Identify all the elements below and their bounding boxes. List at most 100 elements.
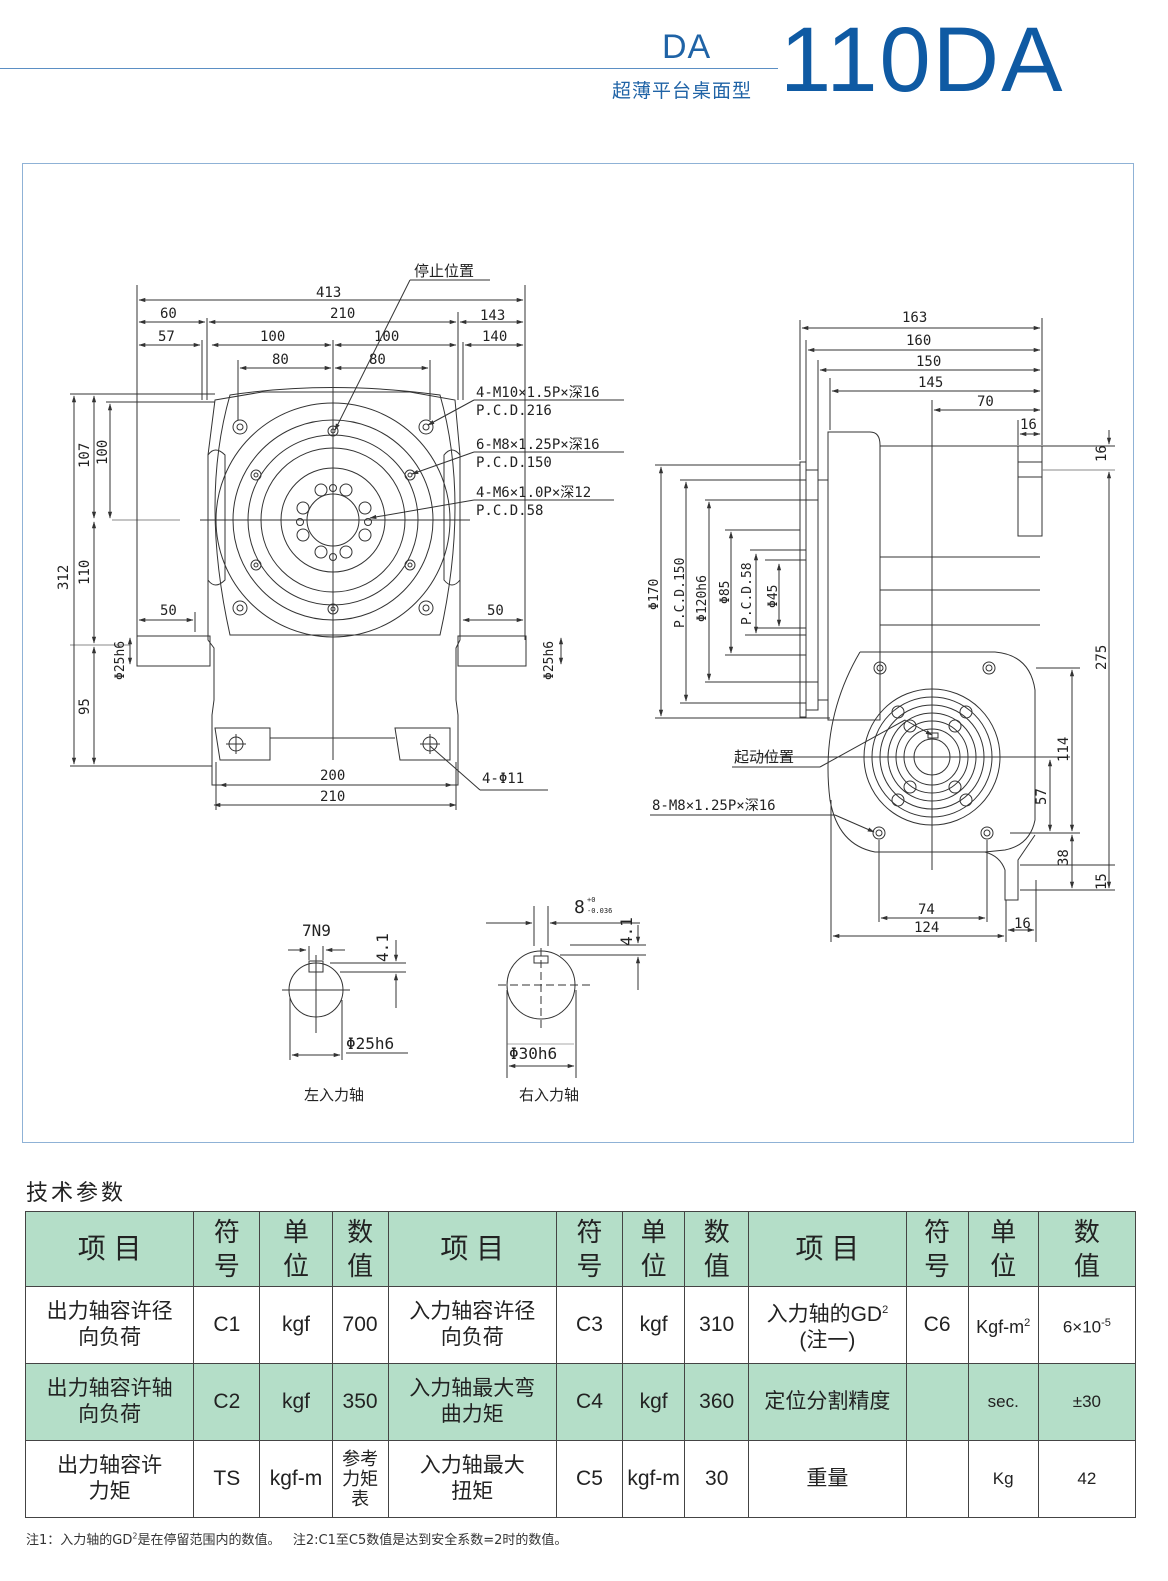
bolt-holes-m8 [250, 425, 416, 615]
cell-unit: Kgf-m2 [967, 1286, 1039, 1364]
dim-210-bottom: 210 [320, 789, 345, 805]
note1-text-end: 是在停留范围内的数值。 [137, 1533, 281, 1548]
cell-symbol: C5 [555, 1440, 624, 1518]
side-dim-145: 145 [918, 375, 943, 391]
side-dim-16-right: 16 [1094, 445, 1110, 462]
header-symbol: 符 号 [555, 1211, 624, 1287]
side-dim-160: 160 [906, 333, 931, 349]
right-shaft-dia: Φ30h6 [509, 1044, 557, 1063]
footnotes: 注1：入力轴的GD2是在停留范围内的数值。 注2:C1至C5数值是达到安全系数=… [26, 1529, 567, 1548]
cell-symbol: TS [193, 1440, 261, 1518]
header-item: 项 目 [387, 1211, 557, 1287]
cell-unit-main: Kgf-m [976, 1317, 1025, 1337]
dim-110: 110 [77, 560, 93, 585]
shaft-dia-left: Φ25h6 [113, 641, 128, 680]
cell-item: 重量 [748, 1440, 907, 1518]
header-item: 项 目 [24, 1211, 195, 1287]
dim-210-top: 210 [330, 306, 355, 322]
side-dim-57: 57 [1034, 788, 1050, 805]
section-title: 技术参数 [26, 1181, 127, 1206]
cell-value-sup: -5 [1101, 1316, 1111, 1329]
note1-text: 注1：入力轴的GD [26, 1533, 133, 1548]
dim-80-left: 80 [272, 352, 289, 368]
cell-symbol: C6 [905, 1286, 969, 1364]
hole-spec-m10: 4-M10×1.5P×深16 [476, 385, 600, 401]
cell-symbol [905, 1363, 969, 1441]
cell-unit: kgf [622, 1363, 686, 1441]
dim-200: 200 [320, 768, 345, 784]
shaft-dia-right: Φ25h6 [542, 641, 557, 680]
header-unit: 单 位 [622, 1211, 686, 1287]
cell-value: 42 [1037, 1440, 1137, 1518]
dim-100-vert: 100 [95, 440, 111, 465]
cell-unit: kgf [259, 1286, 333, 1364]
side-dim-15: 15 [1094, 873, 1110, 890]
hole-pcd-58: P.C.D.58 [476, 503, 543, 519]
cell-value: ±30 [1037, 1363, 1137, 1441]
side-dim-70: 70 [977, 394, 994, 410]
right-shaft-caption: 右入力轴 [519, 1086, 579, 1104]
cell-value: 350 [331, 1363, 389, 1441]
cell-item-main: 入力轴的GD [766, 1302, 883, 1326]
shaft-len-left: 50 [160, 603, 177, 619]
cell-unit: Kg [967, 1440, 1039, 1518]
cell-item: 入力轴最大弯 曲力矩 [387, 1363, 557, 1441]
dim-95: 95 [77, 698, 93, 715]
header-value: 数 值 [331, 1211, 389, 1287]
left-shaft-caption: 左入力轴 [304, 1086, 364, 1104]
technical-drawing: 413 60 210 143 57 100 100 140 80 80 停止位置… [56, 262, 1115, 1104]
cell-value: 310 [684, 1286, 750, 1364]
side-dim-74: 74 [918, 902, 935, 918]
cell-item: 入力轴最大 扭矩 [387, 1440, 557, 1518]
side-dim-124: 124 [914, 920, 939, 936]
side-dia-45: Φ45 [766, 585, 781, 608]
header-unit: 单 位 [967, 1211, 1039, 1287]
cell-value-main: 6×10 [1062, 1317, 1102, 1337]
stop-position-label: 停止位置 [414, 262, 474, 280]
right-key-tol-upper: +0 [587, 896, 595, 904]
cell-item: 入力轴容许径 向负荷 [387, 1286, 557, 1364]
dim-107: 107 [77, 443, 93, 468]
table-row: 出力轴容许轴 向负荷 C2 kgf 350 入力轴最大弯 曲力矩 C4 kgf … [24, 1363, 1137, 1441]
header-symbol: 符 号 [905, 1211, 969, 1287]
cell-symbol: C2 [193, 1363, 261, 1441]
cell-symbol: C4 [555, 1363, 624, 1441]
side-dim-163: 163 [902, 310, 927, 326]
cell-item: 出力轴容许 力矩 [24, 1440, 195, 1518]
left-key-width: 7N9 [302, 921, 331, 940]
header-item: 项 目 [748, 1211, 907, 1287]
dim-143: 143 [480, 308, 505, 324]
header-symbol: 符 号 [193, 1211, 261, 1287]
cell-unit: kgf [259, 1363, 333, 1441]
cell-item-sup: 2 [882, 1303, 889, 1316]
table-header-row: 项 目 符 号 单 位 数 值 项 目 符 号 单 位 数 值 项 目 符 号 … [24, 1211, 1137, 1287]
right-shaft-detail: 8 +0 -0.036 4.1 Φ30h6 右入力轴 [486, 896, 646, 1104]
side-dim-150: 150 [916, 354, 941, 370]
header-unit: 单 位 [259, 1211, 333, 1287]
side-pcd-150: P.C.D.150 [673, 558, 688, 628]
spec-table: 项 目 符 号 单 位 数 值 项 目 符 号 单 位 数 值 项 目 符 号 … [24, 1211, 1137, 1518]
side-dim-114: 114 [1056, 737, 1072, 762]
cell-item: 出力轴容许轴 向负荷 [24, 1363, 195, 1441]
note2-text: 注2:C1至C5数值是达到安全系数=2时的数值。 [292, 1533, 568, 1548]
cell-unit-sup: 2 [1024, 1317, 1031, 1329]
cell-value: 参考 力矩 表 [331, 1440, 389, 1518]
dim-100-left: 100 [260, 329, 285, 345]
mount-holes-label: 4-Φ11 [482, 771, 524, 787]
cell-value: 6×10-5 [1037, 1286, 1137, 1364]
side-dia-120h6: Φ120h6 [695, 575, 710, 622]
left-shaft-dia: Φ25h6 [346, 1034, 394, 1053]
shaft-len-right: 50 [487, 603, 504, 619]
right-key-tol-lower: -0.036 [587, 907, 612, 915]
header-value: 数 值 [684, 1211, 750, 1287]
header-rule [0, 68, 778, 69]
dim-60: 60 [160, 306, 177, 322]
side-dia-85: Φ85 [718, 581, 733, 604]
side-dim-16-bottom: 16 [1014, 916, 1031, 932]
side-view: 163 160 150 145 70 16 16 275 114 57 38 1… [647, 310, 1115, 942]
cell-unit: kgf-m [622, 1440, 686, 1518]
bolt-holes-m6 [296, 483, 372, 561]
dim-312: 312 [56, 565, 72, 590]
header-value: 数 值 [1037, 1211, 1137, 1287]
side-pcd-58: P.C.D.58 [740, 562, 755, 625]
